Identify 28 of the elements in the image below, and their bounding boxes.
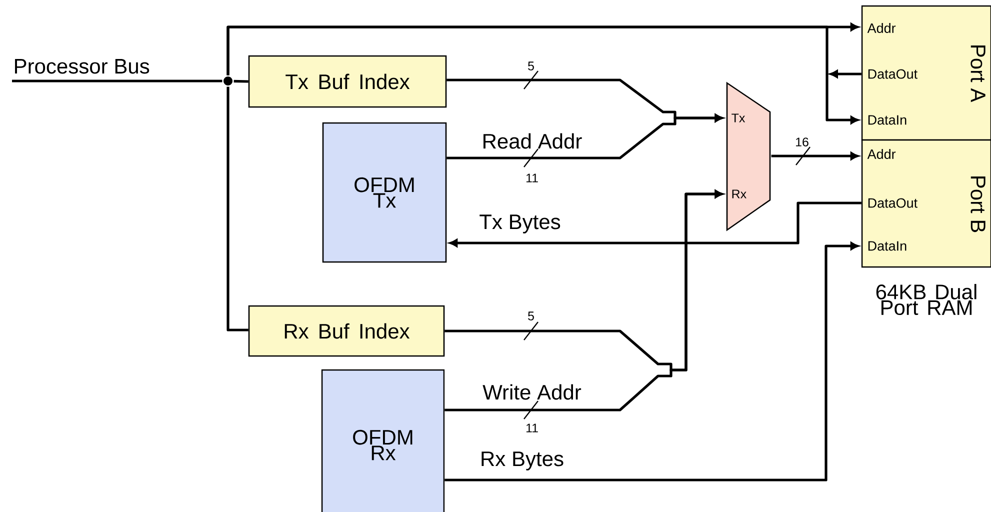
edge-label: Tx Bytes: [480, 214, 560, 234]
arrow: [771, 152, 859, 160]
edge-label: Write Addr: [482, 384, 582, 400]
bus-label: Processor Bus: [15, 59, 150, 74]
edge-label: Read Addr: [484, 133, 582, 149]
arrow: [444, 190, 724, 412]
bus-width: 11: [526, 424, 538, 432]
bus-line: [234, 80, 248, 83]
junction-dot: [224, 76, 232, 86]
edge-label: 5: [528, 62, 534, 70]
memory-label: 64KB Dual Port RAM: [876, 284, 976, 316]
arrow: [444, 242, 859, 482]
arrow: [449, 202, 862, 247]
port-box: Addr DataOut DataIn Port A: [861, 5, 991, 141]
register-box: Rx Buf Index: [248, 305, 445, 357]
arrow: [446, 114, 724, 160]
port-box: Addr DataOut DataIn Port B: [861, 139, 991, 268]
edge-label: Rx Bytes: [482, 452, 564, 470]
bus-width: 11: [526, 174, 538, 182]
bus-line: [12, 80, 222, 82]
register-box: Tx Buf Index: [248, 55, 447, 108]
block-box: OFDM Tx: [322, 122, 447, 263]
arrow: [226, 26, 859, 124]
block-box: OFDM Rx: [321, 369, 445, 512]
edge-label: 16: [796, 138, 808, 146]
arrow: [830, 70, 862, 78]
bus-line: [226, 86, 248, 332]
edge-label: 5: [528, 312, 534, 320]
